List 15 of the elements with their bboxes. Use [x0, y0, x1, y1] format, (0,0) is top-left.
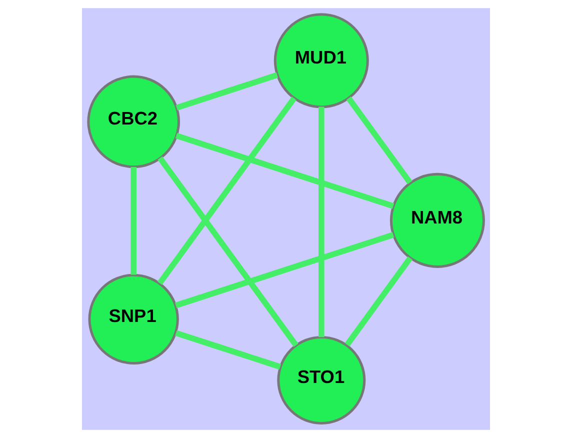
connector	[130, 167, 136, 275]
node-circle: MUD1	[274, 13, 369, 108]
connector	[346, 96, 412, 184]
node-circle: CBC2	[87, 75, 180, 168]
connector	[344, 256, 412, 346]
connector	[176, 72, 278, 110]
node-circle: SNP1	[88, 274, 179, 364]
connector	[158, 156, 298, 348]
node-circle: NAM8	[390, 172, 485, 268]
connector	[175, 132, 394, 209]
node-circle: STO1	[277, 336, 366, 424]
connector	[157, 96, 296, 285]
connector	[318, 106, 324, 338]
connector	[174, 232, 394, 308]
connector	[175, 330, 282, 370]
